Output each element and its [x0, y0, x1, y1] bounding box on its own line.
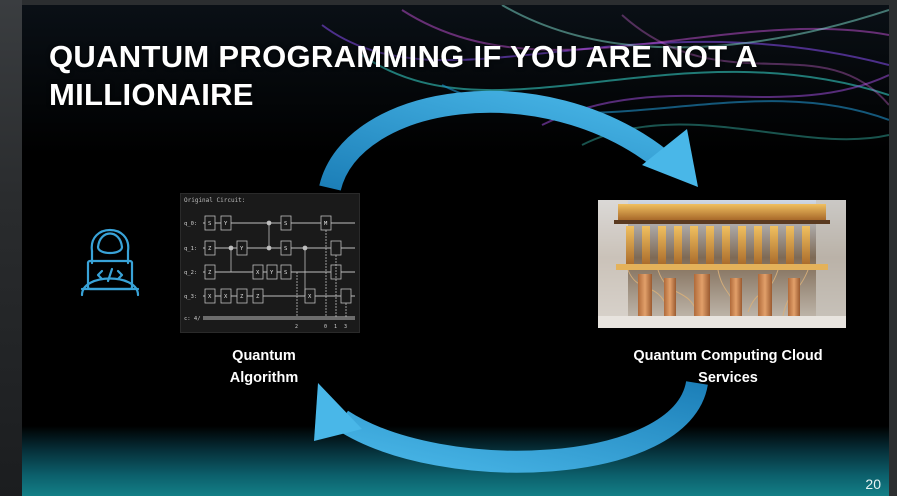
- circuit-header: Original Circuit:: [184, 197, 246, 204]
- svg-text:Z: Z: [240, 294, 244, 300]
- wire-label-q3: q_3:: [184, 294, 197, 300]
- svg-text:X: X: [308, 294, 312, 300]
- arrow-to-cloud: [319, 90, 669, 192]
- viewer-left-frame: [0, 0, 22, 496]
- svg-text:X: X: [224, 294, 228, 300]
- wire-label-q1: q_1:: [184, 246, 197, 252]
- arrow-to-algorithm-head: [314, 383, 362, 441]
- svg-text:S: S: [284, 270, 287, 276]
- banner-background: [22, 5, 889, 155]
- svg-text:Y: Y: [240, 246, 244, 252]
- svg-text:Y: Y: [224, 221, 228, 227]
- measure-index-2: 1: [334, 324, 337, 330]
- wire-label-c: c: 4/: [184, 316, 201, 322]
- quantum-computer-image: [598, 200, 846, 328]
- viewer-right-frame: [889, 0, 897, 496]
- wire-label-q0: q_0:: [184, 221, 197, 227]
- cycle-arrows: [314, 90, 708, 473]
- svg-text:S: S: [284, 246, 287, 252]
- page-number: 20: [865, 476, 881, 492]
- wire-label-q2: q_2:: [184, 270, 197, 276]
- svg-text:S: S: [284, 221, 287, 227]
- quantum-algorithm-label: Quantum Algorithm: [229, 348, 299, 386]
- svg-text:X: X: [208, 294, 212, 300]
- slide-title: QUANTUM PROGRAMMING IF YOU ARE NOT A MIL…: [49, 39, 757, 112]
- developer-laptop-icon: [80, 229, 140, 297]
- slide: QUANTUM PROGRAMMING IF YOU ARE NOT A MIL…: [22, 5, 889, 496]
- svg-text:S: S: [208, 221, 211, 227]
- arrow-to-algorithm: [336, 380, 708, 473]
- svg-text:X: X: [256, 270, 260, 276]
- svg-text:Z: Z: [208, 246, 212, 252]
- circuit-diagram: q_0: q_1: q_2: q_3: c: 4/: [184, 215, 355, 330]
- measure-index-0: 2: [295, 324, 298, 330]
- cloud-services-label: Quantum Computing Cloud Services: [633, 348, 823, 386]
- svg-text:M: M: [324, 221, 328, 227]
- measure-index-3: 3: [344, 324, 347, 330]
- quantum-circuit-image: Original Circuit: q_0: q_1: q_2: q_3: c:…: [180, 193, 360, 333]
- svg-text:Y: Y: [270, 270, 274, 276]
- svg-text:Z: Z: [256, 294, 260, 300]
- svg-text:Z: Z: [208, 270, 212, 276]
- measure-index-1: 0: [324, 324, 327, 330]
- arrow-to-cloud-head: [642, 129, 698, 187]
